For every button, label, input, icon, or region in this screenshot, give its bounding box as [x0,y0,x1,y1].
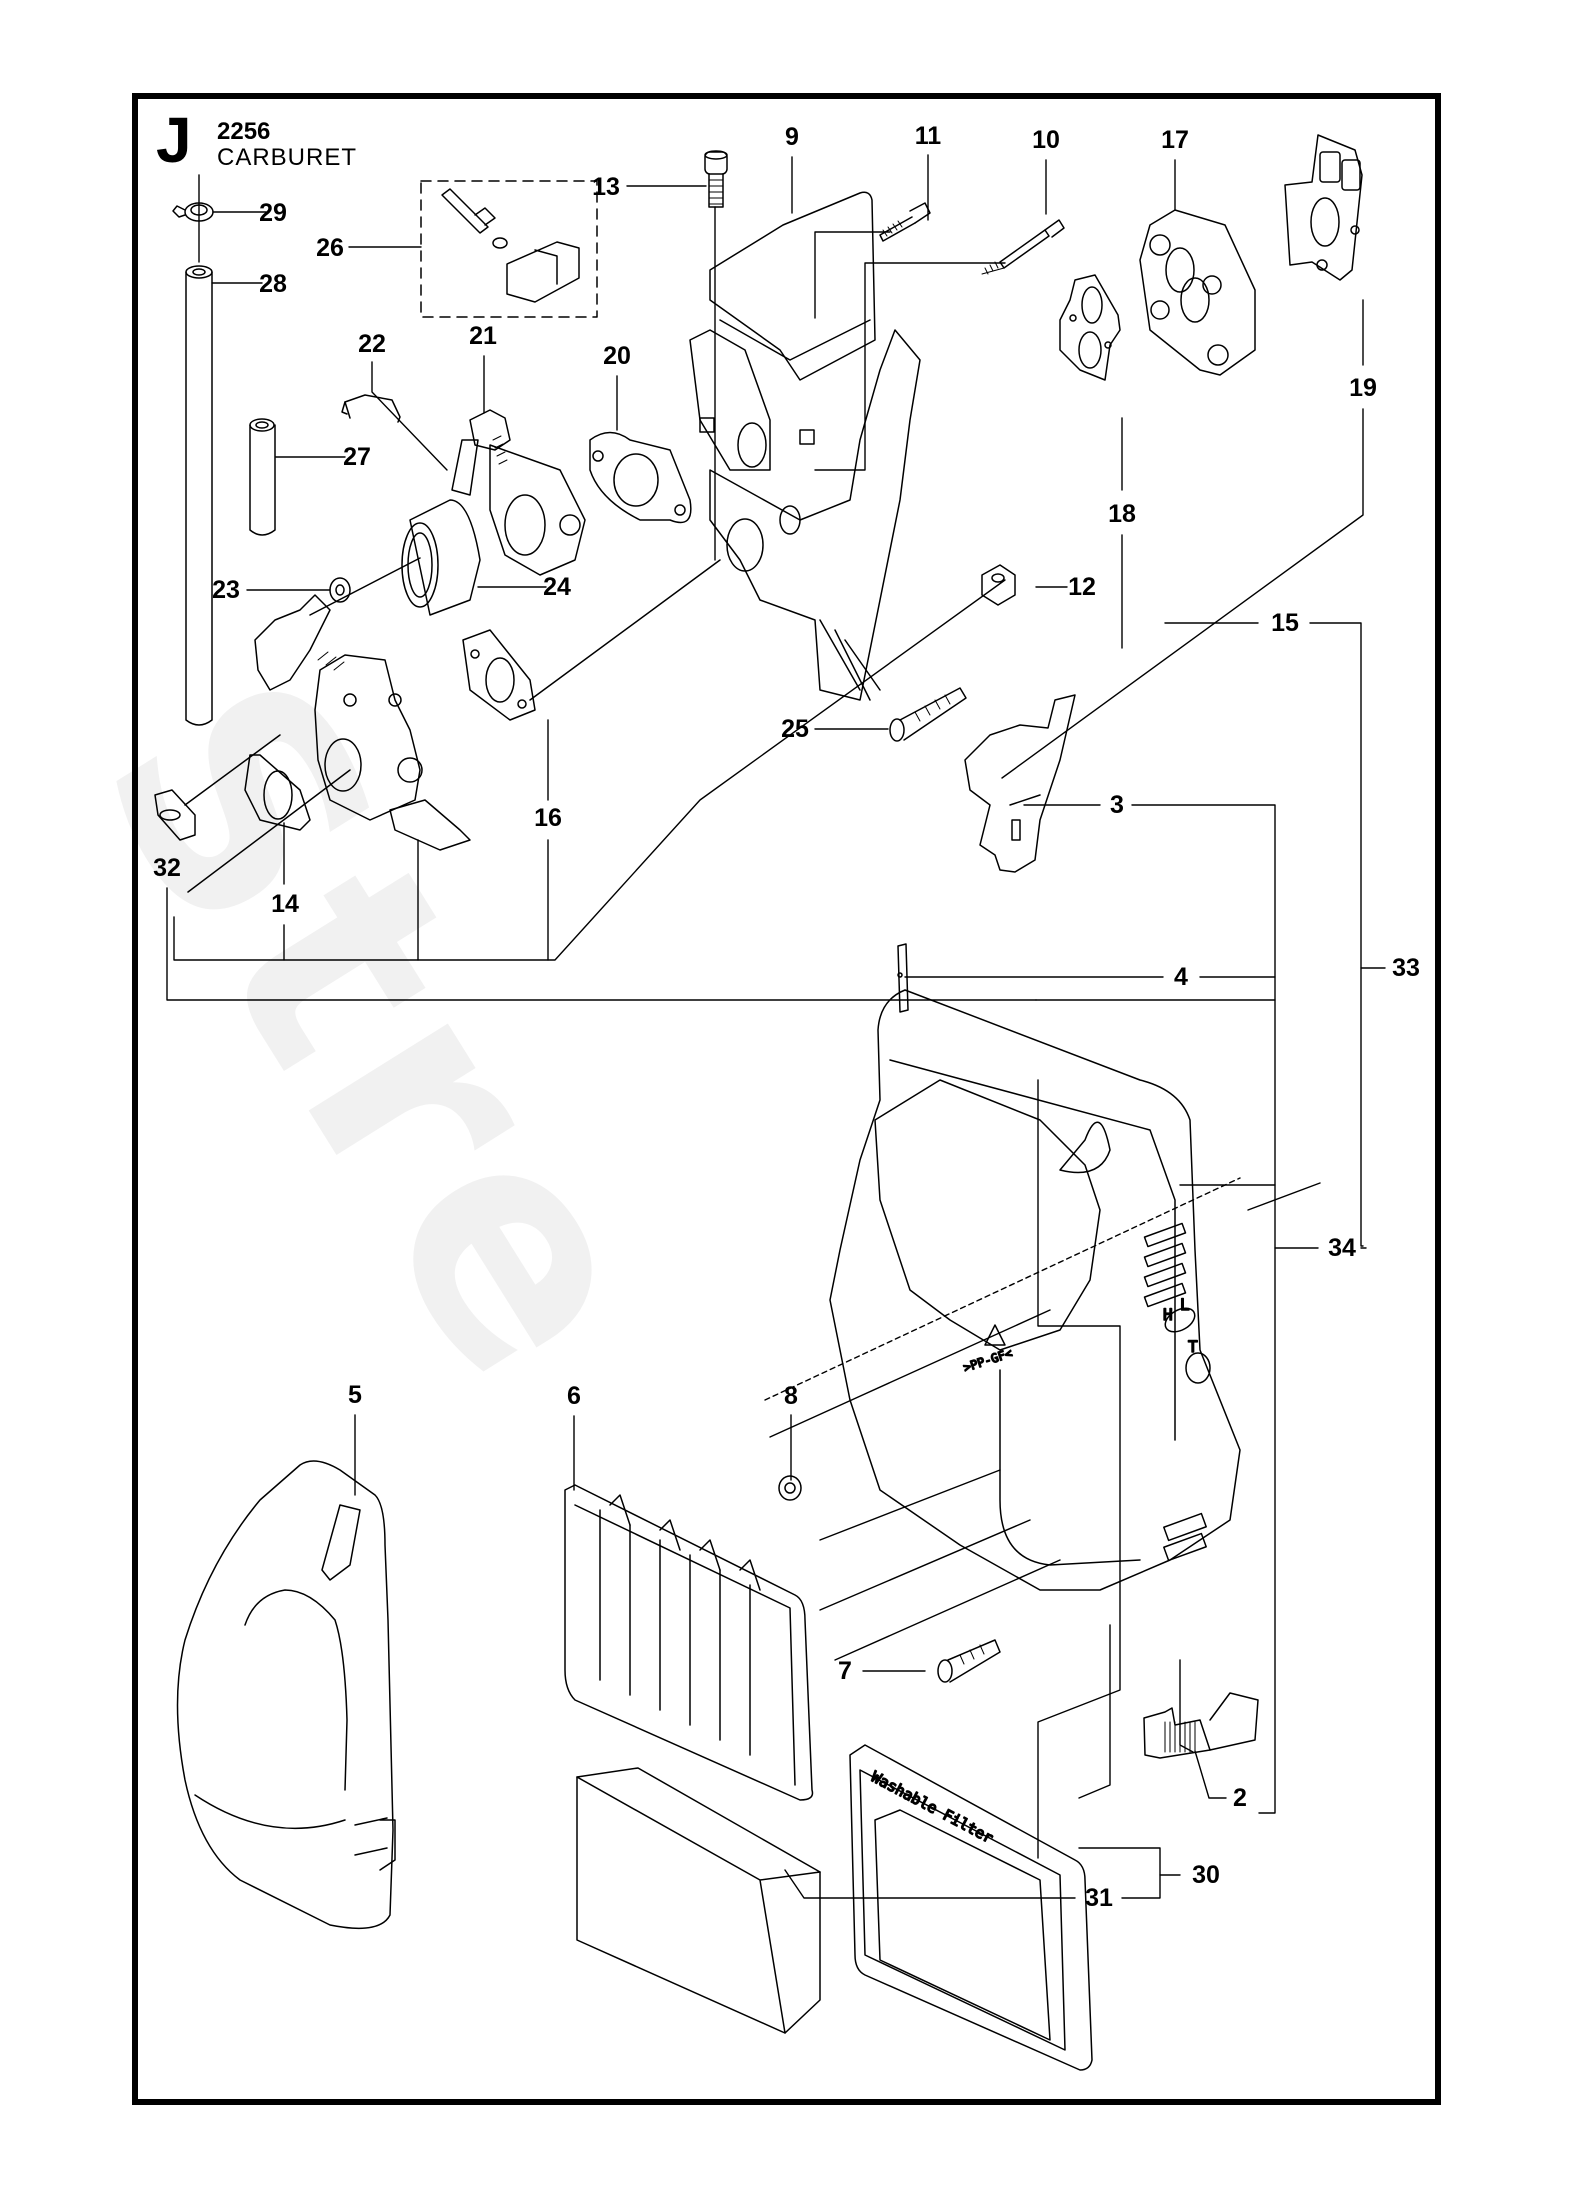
part-label-30[interactable]: 30 [1192,1861,1220,1889]
part-6-filter-grid[interactable] [564,1484,814,1801]
part-30-air-filter[interactable]: Washable Filter [849,1744,1093,2071]
part-label-21[interactable]: 21 [469,322,497,350]
part-5-air-filter-cover[interactable] [176,1460,396,1930]
part-4-clip[interactable] [897,943,909,1013]
part-label-14[interactable]: 14 [271,890,299,918]
leader-2-top [1179,1659,1194,1753]
part-label-7[interactable]: 7 [838,1657,852,1685]
part-11-bolt[interactable] [879,202,931,242]
part-label-20[interactable]: 20 [603,342,631,370]
part-24-intake-sleeve[interactable] [401,499,481,616]
part-label-33[interactable]: 33 [1392,954,1420,982]
part-2-choke-lever[interactable] [1143,1692,1259,1759]
part-label-10[interactable]: 10 [1032,126,1060,154]
part-31-foam-filter[interactable] [576,1767,821,2034]
part-label-2[interactable]: 2 [1233,1784,1247,1812]
part-22-choke-rod[interactable] [341,394,401,423]
part-label-25[interactable]: 25 [781,715,809,743]
part-label-28[interactable]: 28 [259,270,287,298]
part-label-26[interactable]: 26 [316,234,344,262]
leader-filter-path [1037,1079,1121,1859]
part-label-8[interactable]: 8 [784,1382,798,1410]
part-label-6[interactable]: 6 [567,1382,581,1410]
material-code-marking: >PP-GF< [962,1346,1014,1375]
leader-10-b [814,262,1006,471]
part-10-long-bolt[interactable] [981,219,1065,275]
leader-22 [371,361,448,471]
recycle-symbol-icon [984,1324,1006,1346]
leader-30-bracket [1078,1847,1161,1899]
part-34-air-filter-housing[interactable]: H L T >PP-GF< [829,989,1241,1591]
part-3-guide[interactable] [964,694,1076,873]
part-26-kit[interactable] [420,180,598,318]
part-label-17[interactable]: 17 [1161,126,1189,154]
leader-lines [166,154,1386,1899]
part-7-screw[interactable] [937,1639,1001,1683]
part-25-screw[interactable] [889,687,967,742]
leader-14-16-bracket [173,579,1006,961]
part-13-cap-screw[interactable] [704,150,728,208]
part-18-gasket[interactable] [1059,274,1121,381]
part-label-32[interactable]: 32 [153,854,181,882]
part-label-4[interactable]: 4 [1174,963,1188,991]
part-label-22[interactable]: 22 [358,330,386,358]
part-label-18[interactable]: 18 [1108,500,1136,528]
axis-housing [819,1469,1001,1541]
axis-8 [769,1309,1051,1438]
section-title: CARBURET [217,144,358,171]
part-label-23[interactable]: 23 [212,576,240,604]
leader-31 [784,1869,1076,1899]
washable-filter-text: Washable Filter [868,1768,996,1847]
diagram-frame [132,93,1441,2105]
model-number: 2256 [217,118,271,145]
part-label-3[interactable]: 3 [1110,791,1124,819]
axis-7 [834,1559,1061,1661]
leader-2 [1194,1750,1227,1799]
part-8-nut[interactable] [778,1475,802,1501]
part-14-gasket[interactable] [184,734,351,893]
part-20-gasket[interactable] [589,431,692,524]
part-29-hose-clamp[interactable] [172,202,214,222]
part-27-fuel-hose[interactable] [249,418,276,536]
adjust-l-marking: L [1180,1295,1190,1314]
axis-dashed [764,1177,1241,1401]
part-label-13[interactable]: 13 [592,173,620,201]
part-label-24[interactable]: 24 [543,573,571,601]
part-12-square-nut[interactable] [981,564,1016,606]
section-letter: J [156,104,192,176]
part-32-plug[interactable] [154,789,196,841]
part-label-11[interactable]: 11 [914,122,942,150]
part-label-9[interactable]: 9 [785,123,799,151]
part-16-carburetor[interactable] [254,594,471,851]
part-label-15[interactable]: 15 [1271,609,1299,637]
part-label-27[interactable]: 27 [343,443,371,471]
part-label-5[interactable]: 5 [348,1381,362,1409]
part-label-16[interactable]: 16 [534,804,562,832]
leader-filter-path-b [1078,1624,1111,1799]
part-label-29[interactable]: 29 [259,199,287,227]
axis-6 [819,1519,1031,1611]
adjust-t-marking: T [1188,1337,1198,1356]
part-label-19[interactable]: 19 [1349,374,1377,402]
part-9-carburetor-housing[interactable] [689,191,921,701]
part-16-gasket[interactable] [462,559,721,721]
part-17-insulator-block[interactable] [1139,209,1256,376]
adjust-h-marking: H [1163,1305,1173,1324]
leader-dash-axis [1247,1182,1321,1211]
part-28-fuel-hose[interactable] [185,265,213,726]
part-19-gasket[interactable] [1284,134,1363,281]
part-label-34[interactable]: 34 [1328,1234,1356,1262]
leader-11-b [814,231,891,319]
leader-15-right [1309,622,1364,1247]
part-21-adapter[interactable] [451,409,586,576]
leader-19 [1001,408,1364,779]
part-label-31[interactable]: 31 [1085,1884,1113,1912]
leader-32 [166,887,1276,1001]
leader-3-right [1131,804,1276,1814]
part-label-12[interactable]: 12 [1068,573,1096,601]
